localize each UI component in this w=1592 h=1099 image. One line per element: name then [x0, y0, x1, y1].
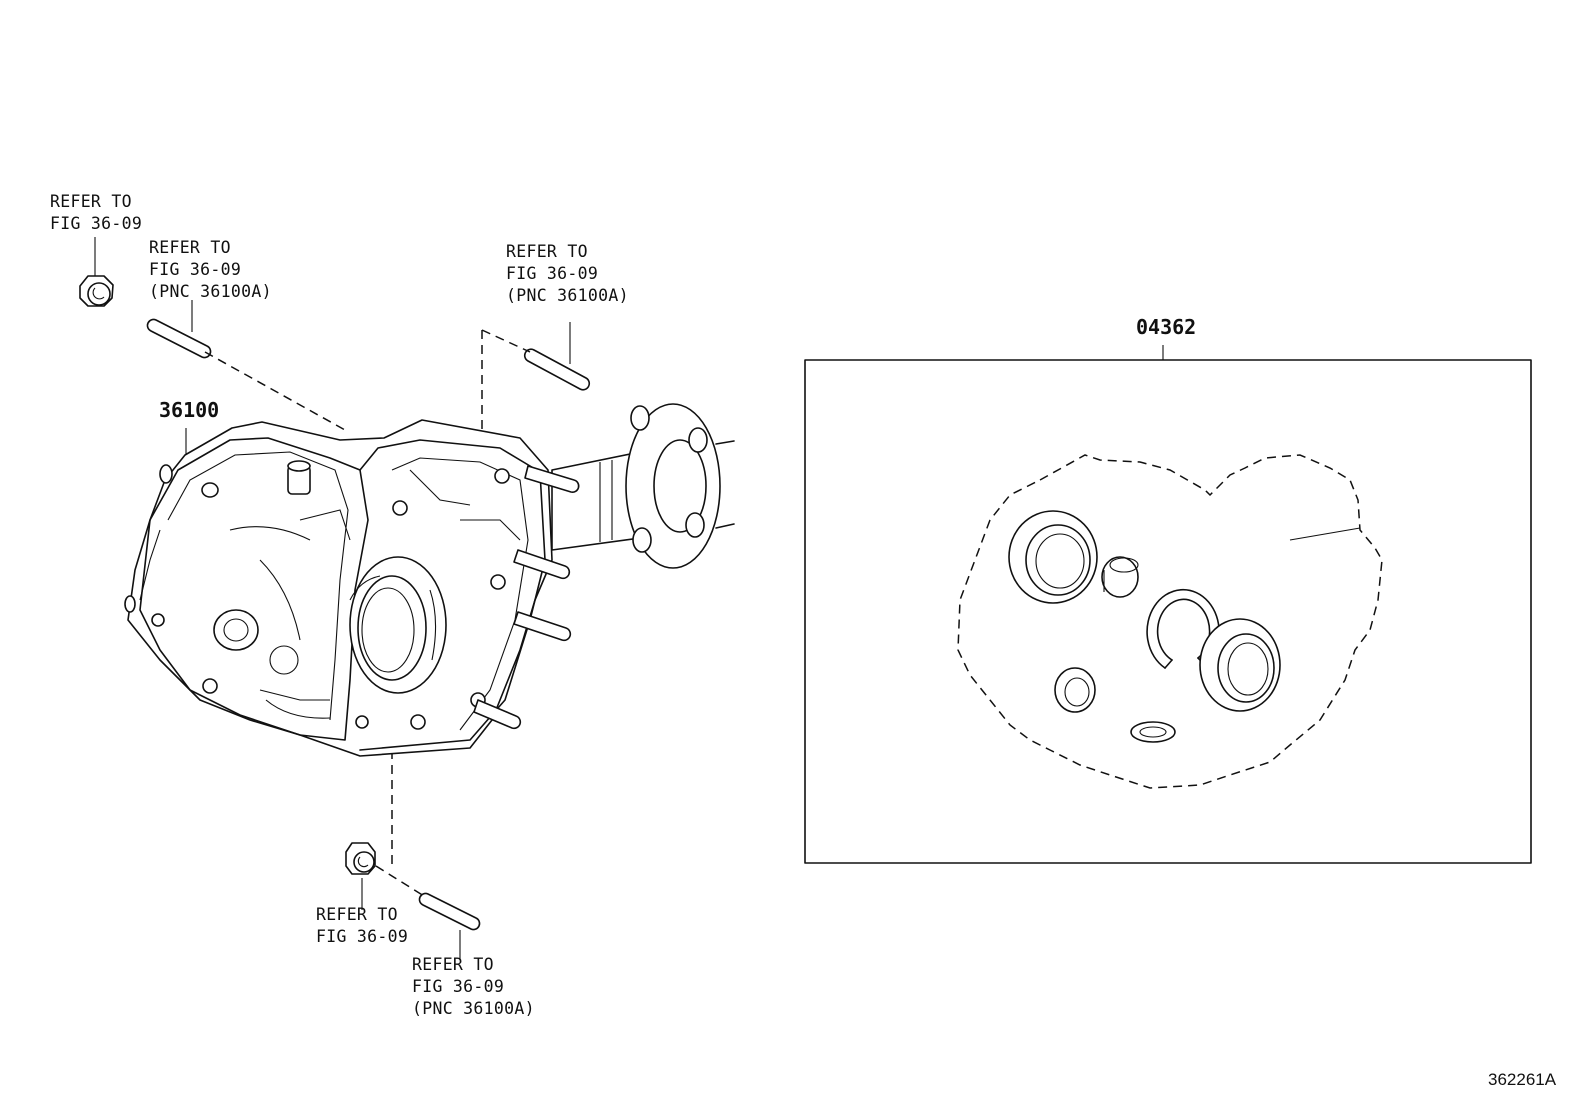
kit-frame: [804, 359, 1532, 864]
ref-line: REFER TO: [316, 905, 398, 924]
ref-top-left-stud: REFER TO FIG 36-09 (PNC 36100A): [149, 238, 272, 301]
gasket-kit[interactable]: [804, 359, 1532, 864]
transfer-assembly[interactable]: [124, 403, 735, 757]
stud-icon: [418, 892, 481, 960]
stud-icon: [523, 322, 591, 391]
ref-line: REFER TO: [412, 955, 494, 974]
ref-line: REFER TO: [506, 242, 588, 261]
ref-line: FIG 36-09: [316, 927, 408, 946]
ref-top-left-nut: REFER TO FIG 36-09: [50, 192, 142, 233]
ref-line: REFER TO: [149, 238, 231, 257]
nut-icon: [345, 842, 376, 910]
ref-line: FIG 36-09: [149, 260, 241, 279]
ref-line: (PNC 36100A): [412, 999, 535, 1018]
figure-id: 362261A: [1488, 1070, 1557, 1089]
stud-icon: [146, 300, 212, 359]
ref-top-right-stud: REFER TO FIG 36-09 (PNC 36100A): [506, 242, 629, 305]
ref-line: FIG 36-09: [412, 977, 504, 996]
ref-line: FIG 36-09: [50, 214, 142, 233]
ref-bottom-stud: REFER TO FIG 36-09 (PNC 36100A): [412, 955, 535, 1018]
pnc-label-36100[interactable]: 36100: [159, 398, 219, 422]
ref-line: (PNC 36100A): [506, 286, 629, 305]
nut-icon: [79, 237, 114, 307]
ref-line: (PNC 36100A): [149, 282, 272, 301]
pnc-label-04362[interactable]: 04362: [1136, 315, 1196, 339]
ref-bottom-nut: REFER TO FIG 36-09: [316, 905, 408, 946]
ref-line: FIG 36-09: [506, 264, 598, 283]
ref-line: REFER TO: [50, 192, 132, 211]
